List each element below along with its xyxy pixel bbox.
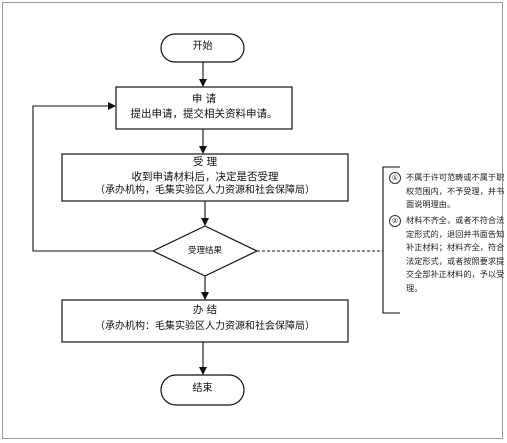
accept-desc: 收到申请材料后，决定是否受理 bbox=[131, 171, 279, 183]
end-terminal bbox=[160, 374, 245, 406]
apply-desc: 提出申请，提交相关资料申请。 bbox=[130, 108, 278, 120]
note-2-text: 材料不齐全，或者不符合法定形式的，退回并书面告知补正材料；材料齐全，符合法定形式… bbox=[406, 215, 505, 293]
decision-label: 受理结果 bbox=[187, 246, 222, 256]
handle-org: （承办机构：毛集实验区人力资源和社会保障局） bbox=[95, 321, 315, 332]
start-label: 开始 bbox=[192, 41, 213, 52]
accept-org: （承办机构，毛集实验区人力资源和社会保障局） bbox=[95, 185, 315, 196]
note-1-text: 不属于许可范畴或不属于职权范围内，不予受理，并书面说明理由。 bbox=[406, 172, 505, 210]
diagram-frame bbox=[2, 2, 503, 439]
note-item-1: ① 不属于许可范畴或不属于职权范围内，不予受理，并书面说明理由。 bbox=[389, 171, 507, 221]
apply-title: 申 请 bbox=[191, 93, 217, 105]
loop-back-line bbox=[32, 102, 153, 252]
note-2-number: ② bbox=[389, 215, 401, 227]
apply-box bbox=[115, 86, 293, 130]
note-1-number: ① bbox=[389, 172, 401, 184]
handle-box bbox=[61, 299, 349, 343]
note-item-2: ② 材料不齐全，或者不符合法定形式的，退回并书面告知补正材料；材料齐全，符合法定… bbox=[389, 214, 507, 310]
accept-box bbox=[61, 153, 349, 202]
accept-title: 受 理 bbox=[192, 156, 218, 168]
note-bracket bbox=[382, 166, 400, 314]
end-label: 结束 bbox=[192, 383, 213, 394]
handle-title: 办 结 bbox=[192, 304, 218, 316]
